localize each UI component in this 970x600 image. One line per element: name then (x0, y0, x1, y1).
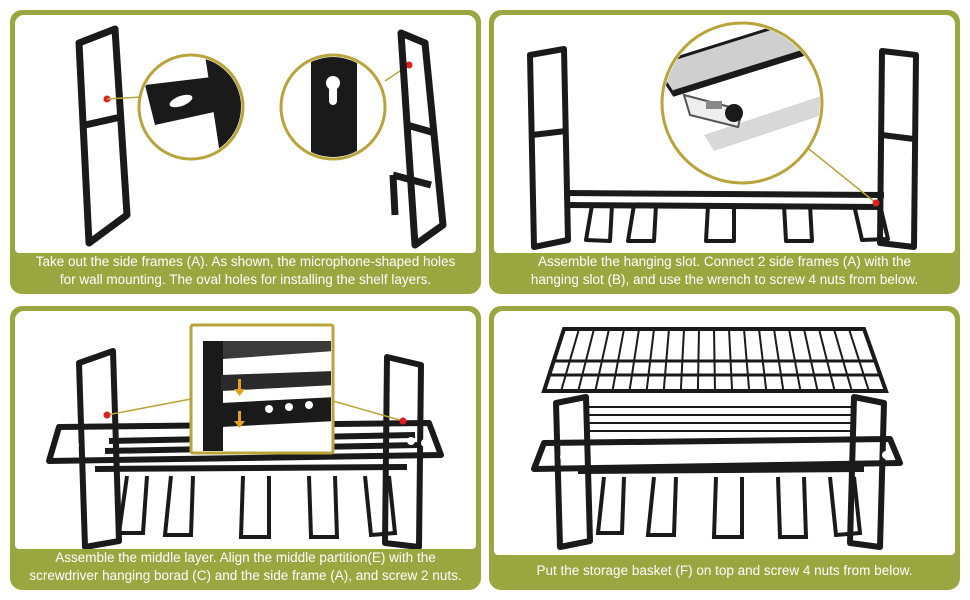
side-frame-left (76, 348, 122, 549)
step-caption-3: Assemble the middle layer. Align the mid… (16, 546, 475, 588)
step-panel-2: Assemble the hanging slot. Connect 2 sid… (489, 10, 960, 294)
caption-line: screwdriver hanging borad (C) and the si… (29, 568, 462, 583)
side-frames-illustration (15, 15, 476, 253)
oval-hole-callout (137, 53, 245, 161)
middle-layer-illustration (15, 311, 476, 549)
hanging-slot-illustration (494, 15, 955, 253)
arrow-down-icon (234, 379, 245, 428)
hanging-slot-loops (584, 204, 890, 243)
side-frame-right (877, 48, 919, 250)
side-frame-right (382, 354, 424, 549)
step-caption-4: Put the storage basket (F) on top and sc… (495, 554, 954, 588)
step-panel-3: Assemble the middle layer. Align the mid… (10, 306, 481, 590)
side-frame-left (553, 394, 593, 550)
wrench-callout (660, 21, 824, 185)
step-panel-1: Take out the side frames (A). As shown, … (10, 10, 481, 294)
caption-line: for wall mounting. The oval holes for in… (59, 272, 432, 287)
hanging-slot-loops (595, 476, 863, 539)
caption-line: Put the storage basket (F) on top and sc… (536, 563, 913, 578)
step-caption-2: Assemble the hanging slot. Connect 2 sid… (495, 250, 954, 292)
caption-line: Take out the side frames (A). As shown, … (35, 254, 456, 269)
side-frame-right (847, 394, 887, 550)
middle-partition-callout (189, 323, 335, 455)
screwdriver-hanging-board (531, 436, 903, 472)
step-caption-1: Take out the side frames (A). As shown, … (16, 250, 475, 292)
microphone-hole-callout (279, 53, 387, 161)
caption-line: Assemble the middle layer. Align the mid… (55, 550, 436, 565)
caption-line: Assemble the hanging slot. Connect 2 sid… (538, 254, 911, 269)
hanging-slot-loops (116, 475, 398, 539)
side-frame-right (389, 29, 447, 249)
side-frame-left (75, 25, 131, 247)
side-frame-left (527, 46, 571, 250)
wrench-icon (682, 93, 743, 129)
storage-basket-illustration (494, 311, 955, 555)
step-panel-4: Put the storage basket (F) on top and sc… (489, 306, 960, 590)
caption-line: hanging slot (B), and use the wrench to … (530, 272, 919, 287)
